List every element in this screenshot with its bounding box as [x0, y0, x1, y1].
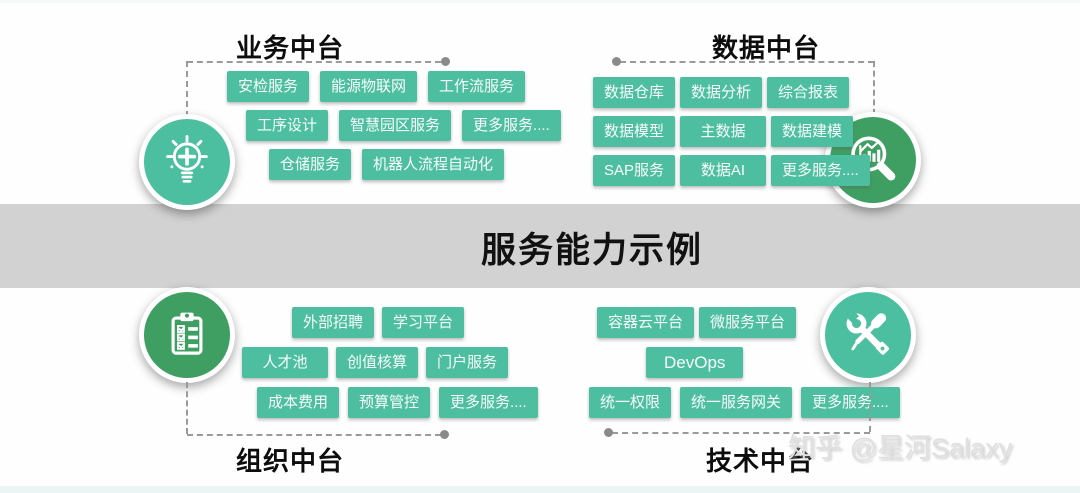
tag-row: SAP服务 数据AI 更多服务.... — [593, 155, 870, 186]
service-tag: 智慧园区服务 — [339, 110, 452, 141]
dashed-line — [187, 61, 441, 63]
service-tag: 微服务平台 — [699, 307, 797, 338]
service-tag: 数据分析 — [680, 77, 763, 108]
dashed-line — [186, 382, 188, 434]
tag-row: DevOps — [646, 347, 744, 378]
quadrant-title-organization: 组织中台 — [236, 446, 345, 476]
service-tag: 创值核算 — [336, 347, 419, 378]
service-tag: 数据AI — [680, 155, 767, 186]
service-tag: 人才池 — [242, 347, 328, 378]
connector-dot — [441, 57, 450, 66]
service-tag: 数据仓库 — [593, 77, 676, 108]
lightbulb-plus-icon — [139, 114, 235, 210]
center-band: 服务能力示例 — [0, 204, 1080, 288]
dashed-line — [873, 61, 875, 115]
service-tag: 仓储服务 — [269, 149, 352, 180]
service-tag: 更多服务.... — [439, 387, 538, 418]
service-tag: DevOps — [646, 347, 744, 378]
service-tag: 更多服务.... — [462, 110, 561, 141]
dashed-line — [186, 61, 188, 117]
service-tag: SAP服务 — [593, 155, 676, 186]
zhihu-watermark: 知乎 @星河Salaxy — [788, 433, 1012, 463]
tag-row: 仓储服务 机器人流程自动化 — [269, 149, 505, 180]
service-tag: 安检服务 — [227, 71, 310, 102]
service-tag: 工作流服务 — [428, 71, 526, 102]
service-tag: 外部招聘 — [292, 307, 375, 338]
quadrant-title-technology: 技术中台 — [706, 446, 815, 476]
tag-row: 工序设计 智慧园区服务 更多服务.... — [246, 110, 561, 141]
tag-row: 数据模型 主数据 数据建模 — [593, 116, 854, 147]
tag-row: 人才池 创值核算 门户服务 — [242, 347, 509, 378]
service-tag: 数据建模 — [771, 116, 854, 147]
dashed-line — [612, 432, 870, 434]
top-edge-strip — [0, 0, 1080, 3]
service-tag: 数据模型 — [593, 116, 676, 147]
page-title: 服务能力示例 — [481, 231, 704, 270]
service-tag: 工序设计 — [246, 110, 329, 141]
tag-row: 安检服务 能源物联网 工作流服务 — [227, 71, 526, 102]
dashed-line — [620, 61, 874, 63]
dashed-line — [869, 382, 871, 432]
service-tag: 更多服务.... — [801, 387, 900, 418]
service-tag: 机器人流程自动化 — [362, 149, 505, 180]
tag-row: 容器云平台 微服务平台 — [597, 307, 797, 338]
service-tag: 统一权限 — [589, 387, 672, 418]
service-tag: 综合报表 — [767, 77, 850, 108]
tag-row: 统一权限 统一服务网关 更多服务.... — [589, 387, 900, 418]
service-tag: 主数据 — [680, 116, 767, 147]
tools-icon — [820, 287, 916, 383]
quadrant-title-data: 数据中台 — [712, 33, 821, 63]
tag-row: 成本费用 预算管控 更多服务.... — [257, 387, 538, 418]
connector-dot — [612, 57, 621, 66]
dashed-line — [187, 434, 441, 436]
quadrant-title-business: 业务中台 — [236, 33, 345, 63]
clipboard-checklist-icon — [139, 287, 235, 383]
bottom-edge-strip — [0, 486, 1080, 493]
service-tag: 统一服务网关 — [680, 387, 793, 418]
service-tag: 学习平台 — [382, 307, 465, 338]
tag-row: 外部招聘 学习平台 — [292, 307, 465, 338]
connector-dot — [440, 430, 449, 439]
service-tag: 能源物联网 — [320, 71, 418, 102]
service-tag: 更多服务.... — [771, 155, 870, 186]
service-tag: 门户服务 — [426, 347, 509, 378]
service-tag: 成本费用 — [257, 387, 340, 418]
service-tag: 容器云平台 — [597, 307, 695, 338]
service-tag: 预算管控 — [348, 387, 431, 418]
tag-row: 数据仓库 数据分析 综合报表 — [593, 77, 850, 108]
connector-dot — [604, 428, 613, 437]
